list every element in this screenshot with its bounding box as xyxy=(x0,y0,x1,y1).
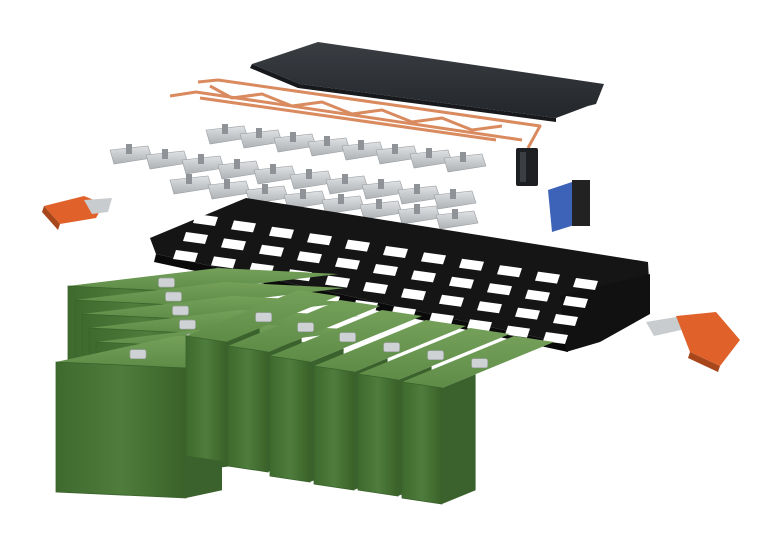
busbar-tab xyxy=(270,164,276,174)
cell-front-face xyxy=(401,381,443,505)
terminal-connector-right xyxy=(646,312,740,372)
cell-top-face xyxy=(68,268,338,292)
cell-top-face xyxy=(75,282,345,306)
frame-opening xyxy=(505,325,530,338)
frame-opening xyxy=(373,264,398,276)
busbar-tab xyxy=(338,194,344,204)
frame-opening xyxy=(231,220,256,233)
frame-cell-openings xyxy=(163,214,598,344)
busbar-tab xyxy=(324,136,330,146)
frame-opening xyxy=(211,256,236,269)
cell-terminal xyxy=(427,350,444,361)
cell-stack-front xyxy=(55,290,554,505)
cell-front-face xyxy=(185,335,227,463)
busbar-tab xyxy=(452,209,458,219)
busbar-tab xyxy=(450,189,456,199)
busbar-tab xyxy=(342,174,348,184)
cell-terminal xyxy=(383,342,400,353)
cell-terminal xyxy=(255,312,272,323)
cell-terminal xyxy=(129,349,147,360)
frame-opening xyxy=(467,319,492,332)
busbar-tab xyxy=(426,148,432,158)
cell-front-face xyxy=(269,355,311,483)
cell-terminal xyxy=(165,291,182,302)
frame-opening xyxy=(543,332,568,344)
cell-terminal xyxy=(471,358,488,369)
cell-terminal xyxy=(339,332,356,343)
busbar-tab xyxy=(222,124,228,134)
frame-opening xyxy=(401,288,426,301)
frame-opening xyxy=(421,252,446,265)
busbar-tab xyxy=(198,154,204,164)
frame-opening xyxy=(515,307,540,320)
copper-flex-circuit xyxy=(169,78,542,149)
frame-opening xyxy=(345,239,370,252)
frame-opening xyxy=(497,265,522,278)
cell-front-face xyxy=(227,345,269,473)
cell-terminal xyxy=(297,322,314,333)
frame-opening xyxy=(449,276,474,289)
frame-opening xyxy=(411,270,436,283)
busbar-tab xyxy=(358,140,364,150)
busbar-tab xyxy=(300,189,306,199)
frame-opening xyxy=(383,246,408,258)
frame-opening xyxy=(363,282,388,294)
frame-opening xyxy=(335,257,360,270)
cell-terminal xyxy=(158,277,175,288)
busbar-tab xyxy=(256,128,262,138)
frame-opening xyxy=(487,283,512,296)
busbar-plate xyxy=(435,210,479,230)
busbar-tab xyxy=(162,149,168,159)
busbar-tab xyxy=(234,159,240,169)
busbar-tab xyxy=(224,179,230,189)
busbar-tab xyxy=(186,174,192,184)
cell-terminal xyxy=(172,305,189,316)
sensor-connector-blue xyxy=(548,180,590,232)
frame-opening xyxy=(535,271,560,284)
busbar-row-back xyxy=(205,124,487,173)
frame-opening xyxy=(439,294,464,307)
frame-opening xyxy=(307,233,332,246)
frame-opening xyxy=(325,275,350,288)
cell-front-face xyxy=(313,365,355,491)
busbar-tab xyxy=(376,199,382,209)
frame-opening xyxy=(477,301,502,314)
busbar-tab xyxy=(414,184,420,194)
cell-terminal xyxy=(179,319,196,330)
busbar-tab xyxy=(262,184,268,194)
busbar-row-front xyxy=(169,174,479,230)
top-cover-plate xyxy=(250,42,604,122)
frame-opening xyxy=(183,232,208,244)
frame-opening xyxy=(459,258,484,271)
frame-opening xyxy=(563,296,588,308)
cell-front-face xyxy=(357,373,399,497)
busbar-row-middle xyxy=(109,144,477,210)
frame-opening xyxy=(297,251,322,264)
frame-opening xyxy=(193,214,218,226)
busbar-tab xyxy=(126,144,132,154)
busbar-tab xyxy=(392,144,398,154)
cell-side-face xyxy=(442,374,476,504)
frame-opening xyxy=(173,250,198,262)
terminal-connector-left xyxy=(42,196,112,230)
frame-opening xyxy=(259,244,284,257)
battery-cell xyxy=(401,336,554,505)
busbar-tab xyxy=(378,179,384,189)
frame-opening xyxy=(525,289,550,302)
sensor-connector-black xyxy=(516,148,538,186)
busbar-plate xyxy=(443,153,487,173)
frame-opening xyxy=(553,314,578,326)
busbar-tab xyxy=(290,132,296,142)
frame-opening xyxy=(573,278,598,290)
frame-opening xyxy=(269,226,294,239)
cell-front-face xyxy=(55,361,187,499)
frame-opening xyxy=(221,238,246,251)
busbar-tab xyxy=(460,152,466,162)
busbar-plate xyxy=(433,190,477,210)
busbar-tab xyxy=(414,204,420,214)
busbar-tab xyxy=(306,169,312,179)
